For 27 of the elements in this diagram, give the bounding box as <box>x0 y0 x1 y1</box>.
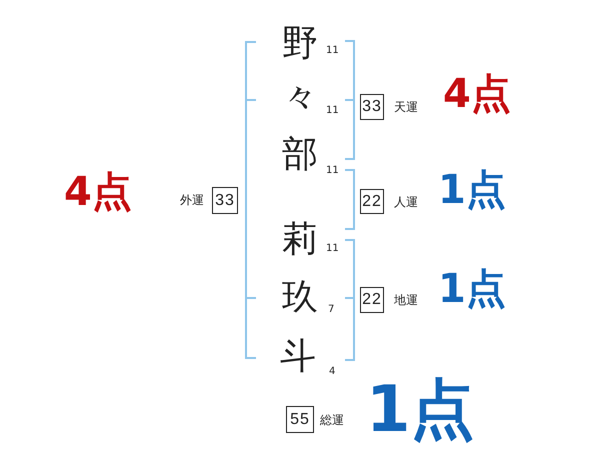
number-box: 33 <box>212 187 238 214</box>
name-character: 部 <box>282 137 318 173</box>
stroke-count: 11 <box>326 166 339 176</box>
score-text: 4点 <box>64 172 132 212</box>
name-character: 野 <box>282 26 318 62</box>
fortune-label: 地運 <box>394 294 418 306</box>
fortune-label: 外運 <box>180 194 204 206</box>
stroke-count: 11 <box>326 46 339 56</box>
name-character: 莉 <box>282 222 318 258</box>
stroke-count: 7 <box>328 305 334 315</box>
stroke-count: 4 <box>329 367 336 377</box>
stroke-count: 11 <box>326 244 339 254</box>
number-box: 33 <box>360 94 384 120</box>
number-box: 55 <box>286 406 314 433</box>
number-box: 22 <box>360 287 384 313</box>
score-text: 1点 <box>438 269 506 309</box>
fortune-label: 天運 <box>394 101 418 113</box>
fortune-label: 総運 <box>320 414 344 426</box>
name-character: 斗 <box>280 339 316 375</box>
name-character: 々 <box>282 80 318 116</box>
score-text: 1点 <box>438 170 506 210</box>
stroke-count: 11 <box>326 106 339 116</box>
fortune-label: 人運 <box>394 196 418 208</box>
score-text: 4点 <box>443 74 511 114</box>
name-character: 玖 <box>282 280 318 316</box>
number-box: 22 <box>360 189 384 214</box>
score-text: 1点 <box>366 378 475 442</box>
